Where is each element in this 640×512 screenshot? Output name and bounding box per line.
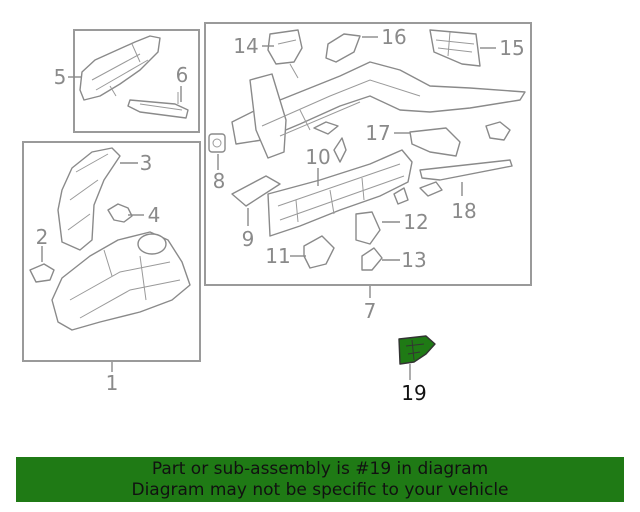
part-2-piece[interactable]	[29, 263, 55, 283]
banner-line-1: Part or sub-assembly is #19 in diagram	[151, 459, 489, 479]
callout-9: 9	[242, 227, 255, 251]
callout-5: 5	[54, 65, 67, 89]
callout-10: 10	[305, 145, 330, 169]
part-18-strip[interactable]	[419, 159, 513, 181]
callout-16: 15	[499, 36, 524, 60]
callout-15: 16	[381, 25, 406, 49]
parts-diagram: 1 2 3 4 5 6 7 8 9 10 11 12 13 14 16 15 1…	[22, 22, 532, 405]
part-7-frame-rail[interactable]	[231, 61, 526, 159]
part-small-clip[interactable]	[393, 181, 443, 205]
callout-18: 18	[451, 199, 476, 223]
callout-14: 14	[233, 34, 258, 58]
part-17-bracket[interactable]	[409, 127, 461, 157]
callout-2: 2	[36, 225, 49, 249]
callout-11: 11	[265, 244, 290, 268]
part-10-rail[interactable]	[267, 149, 413, 237]
leader-lines	[41, 36, 496, 380]
part-12-bracket[interactable]	[355, 211, 381, 245]
part-1-wheelhouse[interactable]	[51, 231, 191, 331]
callout-17: 17	[365, 121, 390, 145]
part-19-highlighted[interactable]	[398, 335, 436, 365]
info-banner: Part or sub-assembly is #19 in diagram D…	[16, 457, 624, 502]
callout-4: 4	[148, 203, 161, 227]
part-small-plate[interactable]	[313, 121, 347, 163]
part-11-bracket[interactable]	[303, 235, 335, 269]
group-box-1	[22, 141, 201, 362]
part-14-bracket[interactable]	[267, 29, 303, 79]
part-15-panel[interactable]	[429, 29, 481, 67]
part-16-bracket[interactable]	[325, 33, 361, 63]
callout-3: 3	[140, 151, 153, 175]
callout-7: 7	[364, 299, 377, 323]
part-small-bracket-right[interactable]	[485, 121, 511, 141]
part-4-clip[interactable]	[107, 203, 133, 223]
callout-19-highlighted: 19	[401, 381, 426, 405]
callout-6: 6	[176, 63, 189, 87]
part-13-bracket[interactable]	[361, 247, 383, 271]
part-3-pillar[interactable]	[57, 147, 121, 251]
group-box-7	[204, 22, 532, 286]
callout-8: 8	[213, 169, 226, 193]
part-5-bracket[interactable]	[79, 35, 161, 101]
callout-1: 1	[106, 371, 119, 395]
part-6-bracket[interactable]	[127, 92, 189, 119]
part-9-plate[interactable]	[231, 175, 281, 207]
banner-line-2: Diagram may not be specific to your vehi…	[131, 480, 509, 500]
group-box-5-6	[73, 29, 200, 133]
part-8-grommet[interactable]	[208, 133, 226, 153]
callout-13: 13	[401, 248, 426, 272]
callout-12: 12	[403, 210, 428, 234]
